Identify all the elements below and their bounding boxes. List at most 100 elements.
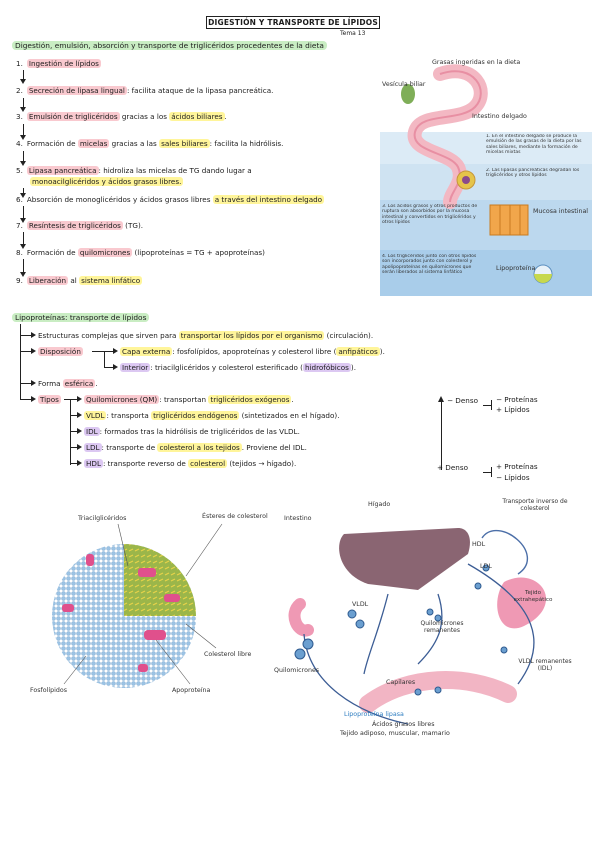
step-post: (TG). [122, 221, 144, 230]
digestion-step: 1.Ingestión de lípidos [16, 59, 101, 68]
step-arrow [20, 98, 26, 112]
type-highlight: triglicéridos exógenos [208, 395, 292, 404]
tipos-branch [64, 399, 74, 400]
step-highlight-2: sistema linfático [79, 276, 143, 285]
type-text: : transporta [106, 411, 152, 420]
label-lipasa: Lipoproteína lipasa [344, 710, 404, 718]
step-pre: Absorción de monoglicéridos y ácidos gra… [26, 195, 213, 204]
density-bottom-brace [491, 467, 492, 477]
step-arrow [20, 70, 26, 84]
step-number: 9. [16, 276, 23, 285]
lipoprotein-type: HDL: transporte reverso de colesterol (t… [84, 459, 296, 468]
density-top-brace [491, 400, 492, 410]
apoprotein [62, 604, 74, 612]
label-grasas: Grasas ingeridas en la dieta [432, 59, 520, 66]
digestion-step: 4.Formación de micelas gracias a las sal… [16, 139, 283, 148]
tree-branch [20, 399, 32, 400]
interior-text: : triacilglicéridos y colesterol esterif… [150, 363, 303, 372]
type-text: : transporte de [101, 443, 158, 452]
lipoprotein-particle-figure: Triacilglicéridos Ésteres de colesterol … [30, 511, 268, 694]
capa-externa-end: ). [379, 347, 385, 356]
step-highlight: Emulsión de triglicéridos [26, 112, 120, 121]
arrow-head [77, 428, 82, 434]
density-bottom-brace-tick [483, 472, 491, 473]
type-highlight: triglicéridos endógenos [151, 411, 240, 420]
step-number: 7. [16, 221, 23, 230]
step-post: al [68, 276, 80, 285]
lipoprotein-type: IDL: formados tras la hidrólisis de trig… [84, 427, 300, 436]
type-text: : transporte reverso de [102, 459, 189, 468]
type-end: . Proviene del IDL. [241, 443, 307, 452]
label-fosfolipidos: Fosfolípidos [30, 686, 67, 694]
capa-externa-hl: anfipáticos [336, 347, 380, 356]
arrow-head [31, 380, 36, 386]
disposicion-text: Disposición [38, 347, 83, 356]
label-vesicula: Vesícula biliar [382, 80, 426, 88]
arrow-head [31, 348, 36, 354]
intestine-digestion-figure: Grasas ingeridas en la dieta Vesícula bi… [380, 59, 592, 296]
label-transporte-inverso: Transporte inverso de colesterol [502, 498, 568, 512]
lipoproteins-heading-text: Lipoproteínas: transporte de lípidos [12, 313, 150, 322]
type-text: : formados tras la hidrólisis de triglic… [99, 427, 300, 436]
estructura-line: Estructuras complejas que sirven para tr… [38, 331, 373, 340]
tipos-label: Tipos [38, 395, 61, 404]
label-colesterol: Colesterol libre [204, 651, 251, 658]
step-highlight: a través del intestino delgado [212, 195, 325, 204]
type-highlight: colesterol a los tejidos [157, 443, 242, 452]
type-branch [70, 399, 78, 400]
density-top-label: − Denso [447, 396, 478, 405]
type-branch [70, 463, 78, 464]
capa-externa-label: Capa externa [120, 347, 173, 356]
step-post-2: . [224, 112, 227, 121]
arrow-head [77, 460, 82, 466]
note-4: 4. Los triglicéridos junto con otros líp… [382, 254, 477, 276]
tipos-trunk [70, 399, 71, 465]
step-highlight: Resíntesis de triglicéridos [26, 221, 123, 230]
step-pre: Formación de [26, 248, 78, 257]
particle-core [124, 544, 196, 616]
capa-externa-text: : fosfolípidos, apoproteínas y colestero… [172, 347, 337, 356]
digestion-heading-text: Digestión, emulsión, absorción y transpo… [12, 41, 327, 50]
label-intestino: Intestino delgado [472, 113, 527, 120]
density-bottom-a: + Proteínas [496, 462, 538, 471]
label-mucosa: Mucosa intestinal [533, 208, 588, 215]
step5-continuation: monoacilglicéridos y ácidos grasos libre… [30, 177, 184, 186]
step-post: gracias a los [119, 112, 170, 121]
label-triacilgliceridos: Triacilglicéridos [77, 514, 126, 522]
disposicion-branch [104, 367, 114, 368]
step-number: 4. [16, 139, 23, 148]
tree-branch [20, 383, 32, 384]
estructura-post: (circulación). [324, 331, 374, 340]
tree-branch [20, 351, 32, 352]
label-acidos: Ácidos grasos libres [372, 719, 435, 728]
forma-hl: esférica [62, 379, 96, 388]
step-arrow [20, 232, 26, 249]
type-name: IDL [84, 427, 100, 436]
density-bottom-label: + Denso [437, 463, 468, 472]
step-arrow [20, 259, 26, 277]
step-post-2: : facilita la hidrólisis. [209, 139, 284, 148]
density-top-b: + Lípidos [496, 405, 530, 414]
arrow-head [113, 348, 118, 354]
digestion-step: 7.Resíntesis de triglicéridos (TG). [16, 221, 143, 230]
type-end: (tejidos → hígado). [227, 459, 297, 468]
step-post: : facilita ataque de la lipasa pancreáti… [126, 86, 274, 95]
lipoprotein-type: LDL: transporte de colesterol a los teji… [84, 443, 307, 452]
note-2: 2. Las lipasas pancreáticas degradan los… [486, 168, 580, 179]
page-title: DIGESTIÓN Y TRANSPORTE DE LÍPIDOS [206, 16, 380, 29]
liver-shape [339, 528, 470, 590]
step-post: gracias a las [109, 139, 160, 148]
forma-post: . [95, 379, 98, 388]
step-post: (lipoproteínas = TG + apoproteínas) [132, 248, 265, 257]
lipoprotein-type: VLDL: transporta triglicéridos endógenos… [84, 411, 340, 420]
step-highlight-2: sales biliares [159, 139, 210, 148]
lipoprotein-cycle-figure: Hígado Intestino Transporte inverso de c… [274, 498, 572, 737]
arrow-head [77, 444, 82, 450]
density-arrow-up [438, 396, 444, 402]
digestion-step: 2.Secreción de lipasa lingual: facilita … [16, 86, 273, 95]
topic-number: Tema 13 [340, 30, 366, 37]
type-name: Quilomicrones (QM) [84, 395, 160, 404]
step-arrow [20, 124, 26, 140]
step-highlight-2: ácidos biliares [169, 112, 225, 121]
label-esteres: Ésteres de colesterol [202, 511, 268, 520]
